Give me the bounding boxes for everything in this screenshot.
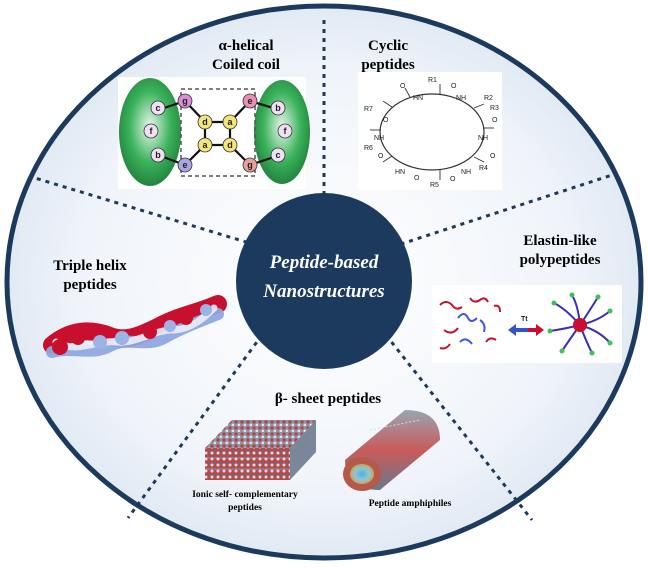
svg-text:Tt: Tt xyxy=(521,316,528,323)
svg-text:f: f xyxy=(150,126,154,136)
svg-text:a: a xyxy=(227,117,233,127)
beta-sheet-title: β- sheet peptides xyxy=(275,391,381,407)
ionic-label-line2: peptides xyxy=(228,503,262,513)
cyclic-title-line2: peptides xyxy=(361,57,415,73)
svg-text:c: c xyxy=(155,103,160,113)
amphiphile-label: Peptide amphiphiles xyxy=(369,499,452,509)
svg-text:NH: NH xyxy=(478,135,488,142)
svg-text:b: b xyxy=(275,103,281,113)
svg-text:O: O xyxy=(383,117,389,124)
svg-text:NH: NH xyxy=(456,95,466,102)
svg-text:R6: R6 xyxy=(364,145,373,152)
helix-letter-circles xyxy=(143,93,293,173)
svg-text:g: g xyxy=(247,160,253,170)
segment-dividers xyxy=(34,20,613,521)
triple-helix-title-line1: Triple helix xyxy=(53,258,127,274)
triple-helix-title-line2: peptides xyxy=(63,277,117,293)
svg-text:NH: NH xyxy=(461,169,471,176)
elastin-title-line1: Elastin-like xyxy=(523,233,597,249)
elastin-title-line2: polypeptides xyxy=(520,252,601,268)
svg-text:d: d xyxy=(227,140,233,150)
svg-text:HN: HN xyxy=(395,169,405,176)
svg-text:R2: R2 xyxy=(484,95,493,102)
svg-text:O: O xyxy=(451,83,457,90)
svg-text:O: O xyxy=(378,153,384,160)
center-title-line2: Nanostructures xyxy=(262,281,384,302)
center-title-line1: Peptide-based xyxy=(269,252,379,273)
svg-text:R5: R5 xyxy=(430,182,439,189)
svg-text:HN: HN xyxy=(413,95,423,102)
peptide-amphiphile-fibril xyxy=(343,410,440,491)
svg-text:e: e xyxy=(247,96,252,106)
svg-text:R1: R1 xyxy=(428,77,437,84)
svg-text:b: b xyxy=(155,150,161,160)
cyclic-chem-labels: R1 O O HN NH R2 R7 O O NH NH R3 O O HN N… xyxy=(364,77,499,189)
triple-helix-illustration xyxy=(43,295,227,358)
center-circle xyxy=(236,193,412,369)
coiled-coil-title-line1: α-helical xyxy=(218,38,273,54)
svg-text:c: c xyxy=(275,150,280,160)
unfolded-chains xyxy=(439,297,501,350)
svg-text:g: g xyxy=(182,96,188,106)
svg-text:d: d xyxy=(202,117,208,127)
svg-text:O: O xyxy=(450,176,456,183)
svg-text:f: f xyxy=(284,126,288,136)
ionic-label-line1: Ionic self- complementary xyxy=(192,490,298,500)
transition-arrow: Tt xyxy=(508,316,544,336)
beta-sheet-fibril xyxy=(205,420,316,480)
svg-text:NH: NH xyxy=(374,135,384,142)
cyclic-peptide-structure: R1 O O HN NH R2 R7 O O NH NH R3 O O HN N… xyxy=(358,72,502,190)
coiled-coil-title-line2: Coiled coil xyxy=(212,57,280,73)
svg-text:R4: R4 xyxy=(479,165,488,172)
svg-text:O: O xyxy=(400,83,406,90)
svg-text:e: e xyxy=(182,160,187,170)
helix-letters: c g d a e b f b e a d g c f xyxy=(150,96,288,170)
svg-text:R3: R3 xyxy=(490,105,499,112)
svg-text:O: O xyxy=(414,175,420,182)
coiled-coil-illustration: c g d a e b f b e a d g c f xyxy=(118,77,310,189)
svg-text:R7: R7 xyxy=(364,106,373,113)
svg-text:O: O xyxy=(490,153,496,160)
svg-text:O: O xyxy=(492,117,498,124)
elastin-illustration: Tt xyxy=(432,285,622,363)
cyclic-title-line1: Cyclic xyxy=(368,38,408,54)
svg-text:a: a xyxy=(202,140,208,150)
